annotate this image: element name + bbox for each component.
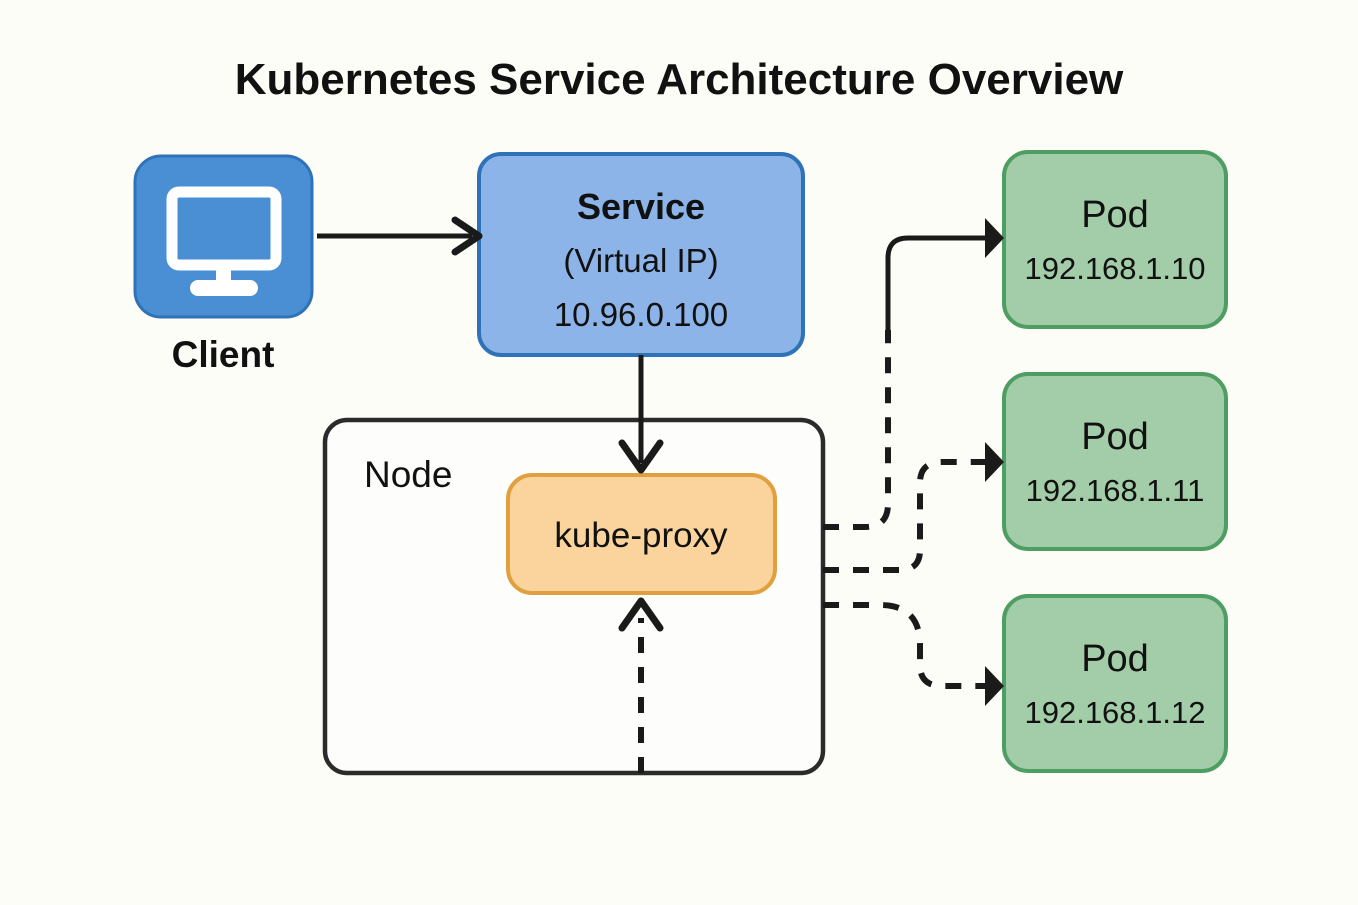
arrowhead xyxy=(985,666,1004,706)
pod-node-2[interactable]: Pod 192.168.1.11 xyxy=(1002,372,1228,551)
pod-ip: 192.168.1.10 xyxy=(1024,251,1205,286)
arrowhead xyxy=(985,442,1004,482)
edge-service-to-kube-proxy xyxy=(618,355,664,474)
edge-client-to-service xyxy=(317,216,483,256)
pod-ip: 192.168.1.12 xyxy=(1024,695,1205,730)
edge-kube-proxy-to-pod-2 xyxy=(823,442,1004,573)
monitor-icon xyxy=(166,186,282,296)
arrowhead xyxy=(985,218,1004,258)
edge-kube-proxy-to-pod-3 xyxy=(823,602,1004,706)
pod-node-3[interactable]: Pod 192.168.1.12 xyxy=(1002,594,1228,773)
service-subtitle: (Virtual IP) xyxy=(563,242,718,279)
client-label: Client xyxy=(172,334,275,375)
kube-proxy-node[interactable]: kube-proxy xyxy=(506,473,777,595)
pod-box[interactable] xyxy=(1002,150,1228,329)
service-node[interactable]: Service (Virtual IP) 10.96.0.100 xyxy=(477,152,805,357)
pod-node-1[interactable]: Pod 192.168.1.10 xyxy=(1002,150,1228,329)
kube-proxy-box[interactable] xyxy=(506,473,777,595)
pod-box[interactable] xyxy=(1002,372,1228,551)
pod-ip: 192.168.1.11 xyxy=(1026,473,1205,508)
edge-kube-proxy-to-pod-1 xyxy=(823,218,1004,530)
node-container: Node xyxy=(322,417,826,776)
service-ip: 10.96.0.100 xyxy=(554,296,728,333)
service-title: Service xyxy=(577,186,705,227)
pod-title: Pod xyxy=(1081,194,1149,236)
pod-title: Pod xyxy=(1081,638,1149,680)
page-title: Kubernetes Service Architecture Overview xyxy=(235,55,1124,104)
kube-proxy-label: kube-proxy xyxy=(554,516,728,555)
pod-box[interactable] xyxy=(1002,594,1228,773)
pod-title: Pod xyxy=(1081,416,1149,458)
node-label: Node xyxy=(364,454,452,495)
client-node[interactable]: Client xyxy=(133,154,314,375)
edge-return-to-kube-proxy xyxy=(618,597,664,773)
